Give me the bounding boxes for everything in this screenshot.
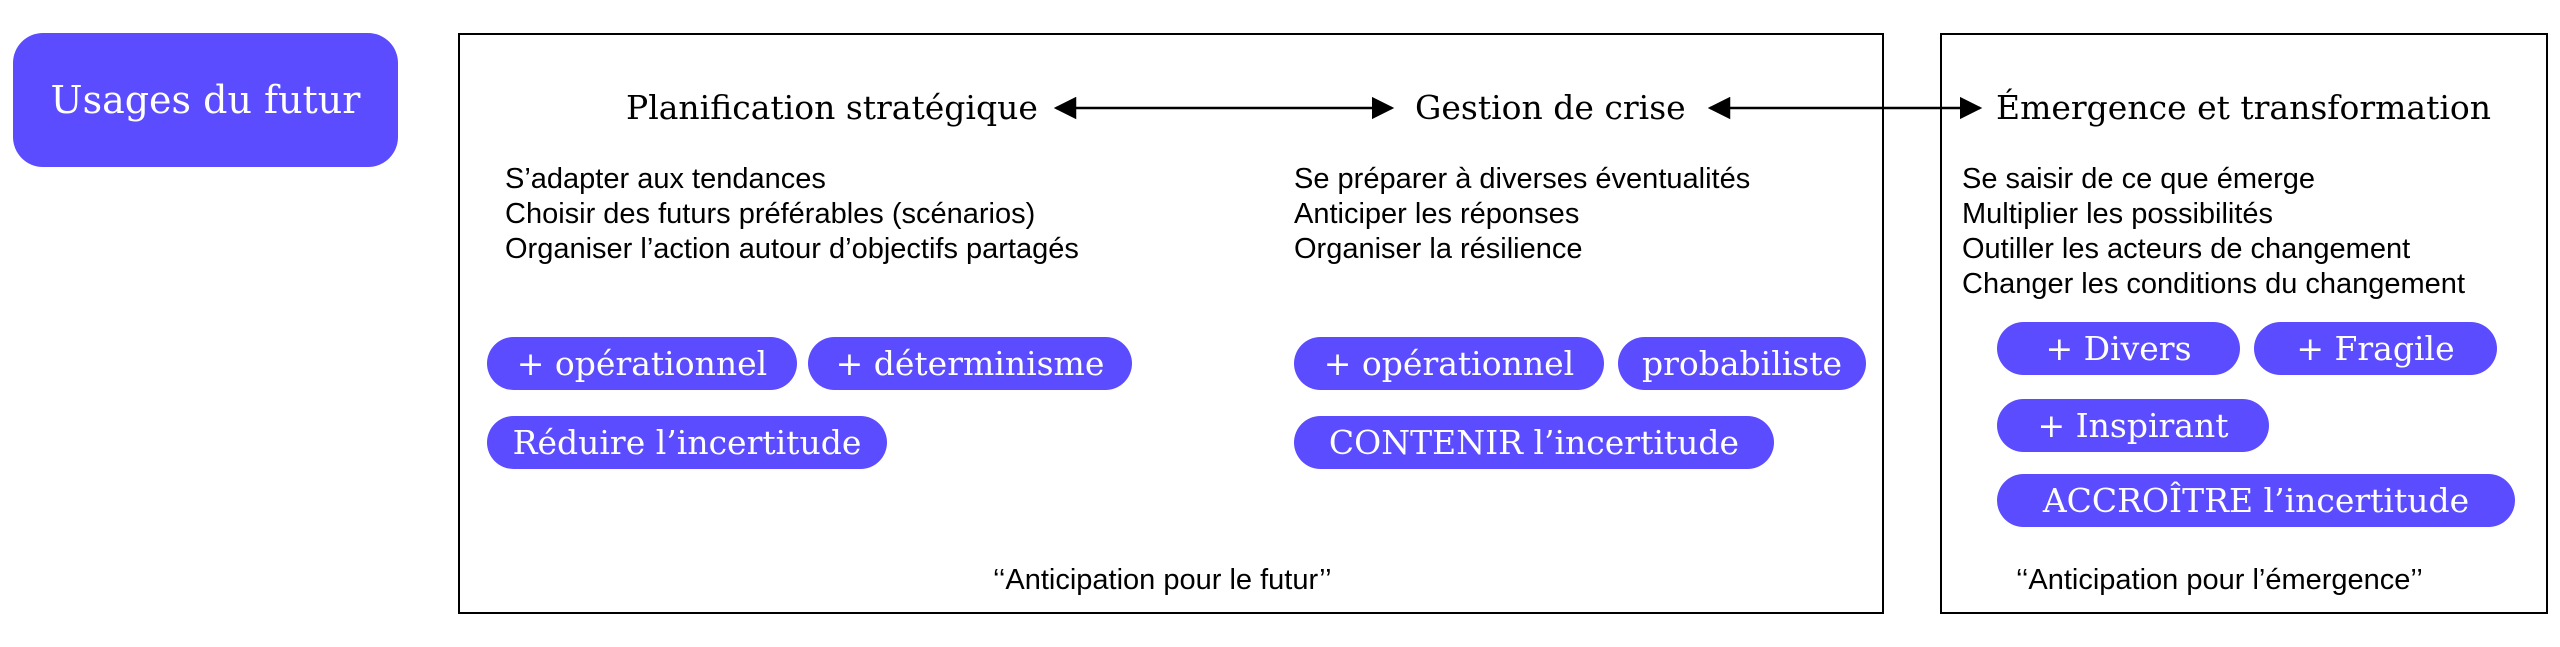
anticipation-emergence-box [1940,33,2548,614]
crisis-description: Se préparer à diverses éventualités Anti… [1294,162,1750,267]
crisis-line: Organiser la résilience [1294,233,1583,265]
heading-gestion-crise: Gestion de crise [1415,88,1686,127]
usages-du-futur-node: Usages du futur [13,33,398,167]
crisis-line: Anticiper les réponses [1294,198,1580,230]
emergence-description: Se saisir de ce que émerge Multiplier le… [1962,162,2465,302]
emergence-line: Outiller les acteurs de changement [1962,233,2411,265]
heading-planification: Planification stratégique [626,88,1038,127]
tag-emergence-fragile: + Fragile [2254,322,2497,375]
tag-crisis-operationnel: + opérationnel [1294,337,1604,390]
planning-line: Choisir des futurs préférables (scénario… [505,198,1036,230]
planning-description: S’adapter aux tendances Choisir des futu… [505,162,1079,267]
tag-planning-determinisme: + déterminisme [808,337,1132,390]
quote-anticipation-futur: ‘‘Anticipation pour le futur’’ [993,564,1332,596]
tag-emergence-accroitre: ACCROÎTRE l’incertitude [1997,474,2515,527]
emergence-line: Changer les conditions du changement [1962,268,2465,300]
tag-emergence-inspirant: + Inspirant [1997,399,2269,452]
tag-emergence-divers: + Divers [1997,322,2240,375]
emergence-line: Se saisir de ce que émerge [1962,163,2316,195]
planning-line: S’adapter aux tendances [505,163,826,195]
emergence-line: Multiplier les possibilités [1962,198,2274,230]
tag-planning-reduire: Réduire l’incertitude [487,416,887,469]
tag-planning-operationnel: + opérationnel [487,337,797,390]
tag-crisis-probabiliste: probabiliste [1618,337,1866,390]
tag-crisis-contenir: CONTENIR l’incertitude [1294,416,1774,469]
quote-anticipation-emergence: ‘‘Anticipation pour l’émergence’’ [2016,564,2423,596]
planning-line: Organiser l’action autour d’objectifs pa… [505,233,1079,265]
heading-emergence: Émergence et transformation [1996,88,2492,127]
crisis-line: Se préparer à diverses éventualités [1294,163,1751,195]
anticipation-futur-box [458,33,1884,614]
